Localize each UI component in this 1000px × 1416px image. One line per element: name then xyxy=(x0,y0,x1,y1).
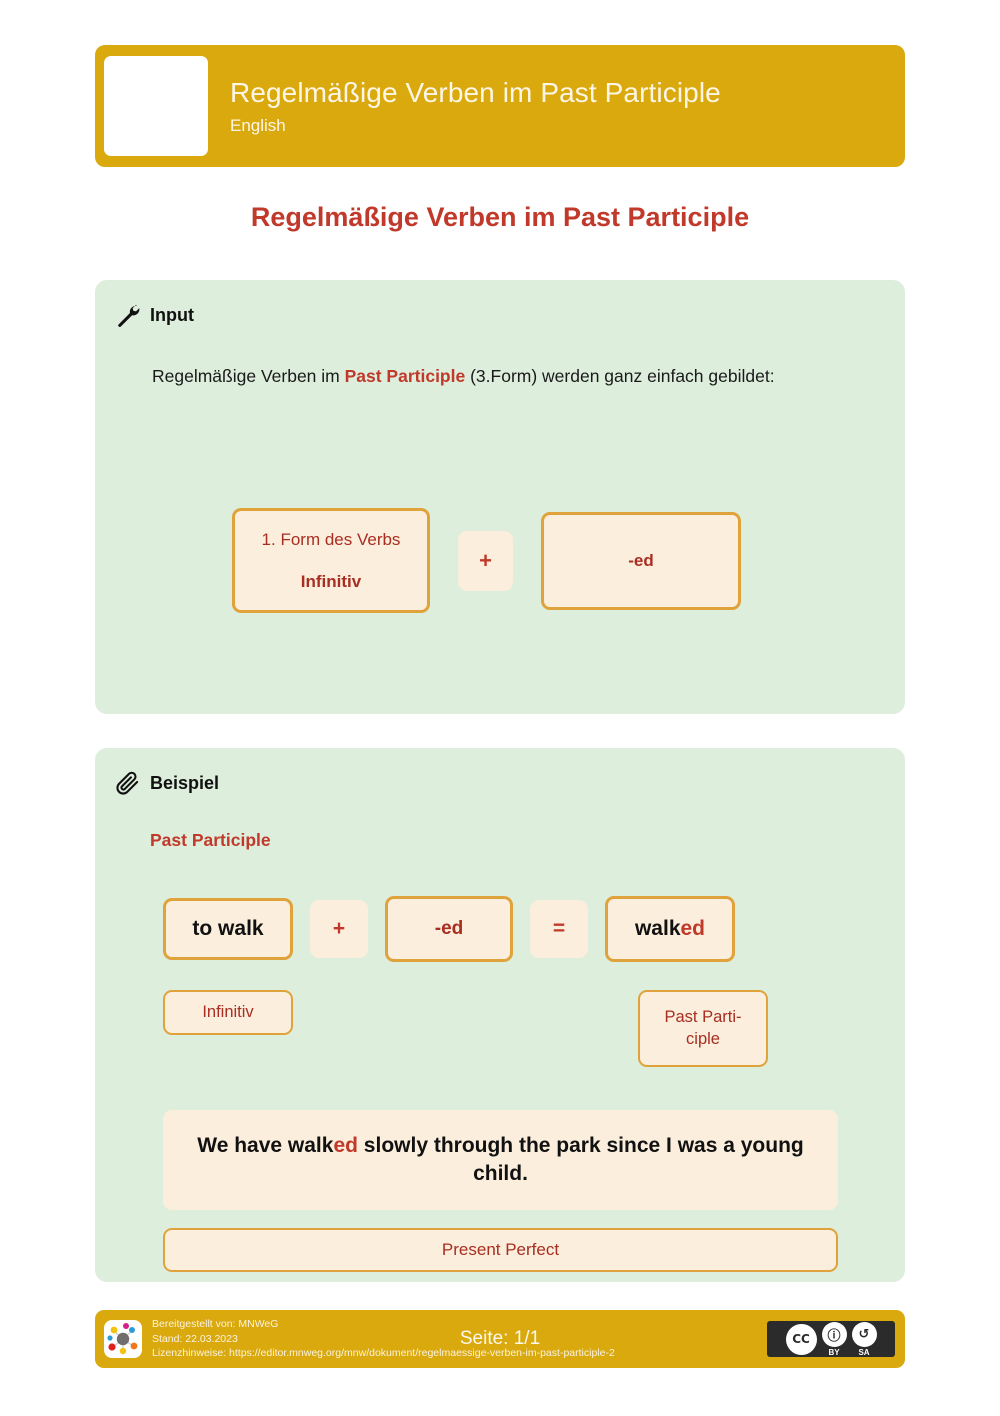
header-subject: English xyxy=(230,115,286,135)
example-tense-label: Present Perfect xyxy=(163,1228,838,1272)
header-text-group: Regelmäßige Verben im Past Participle En… xyxy=(230,76,721,136)
wrench-icon xyxy=(115,302,141,328)
document-footer: Bereitgestellt von: MNWeG Stand: 22.03.2… xyxy=(95,1310,905,1368)
formula-term-ed: -ed xyxy=(541,511,741,610)
formula-term-verbform: 1. Form des Verbs Infinitiv xyxy=(232,508,430,613)
example-equation-row: to walk + -ed = walked xyxy=(163,896,735,962)
intro-text-after: (3.Form) werden ganz einfach gebildet: xyxy=(465,366,775,386)
formula-operator-plus: + xyxy=(458,530,513,591)
footer-date: Stand: 22.03.2023 xyxy=(152,1332,238,1345)
creative-commons-badge: CC ⓘ BY ↺ SA xyxy=(767,1321,895,1357)
cc-sa-label: SA xyxy=(858,1347,870,1357)
equation-term-ending: -ed xyxy=(385,896,513,962)
example-subtitle: Past Participle xyxy=(150,830,271,850)
mnweg-logo-icon xyxy=(104,1320,142,1358)
input-intro-text: Regelmäßige Verben im Past Participle (3… xyxy=(152,366,905,387)
paperclip-icon xyxy=(115,770,141,796)
input-formula-row: 1. Form des Verbs Infinitiv + -ed xyxy=(232,508,741,613)
example-panel-label: Beispiel xyxy=(150,772,220,793)
cc-by-label: BY xyxy=(828,1347,840,1357)
header-title: Regelmäßige Verben im Past Participle xyxy=(230,77,721,109)
equation-result: walked xyxy=(605,896,735,962)
input-panel: Input Regelmäßige Verben im Past Partici… xyxy=(95,280,905,714)
input-panel-header: Input xyxy=(95,280,905,328)
equation-operator-plus: + xyxy=(310,900,368,958)
cc-sa-part: ↺ SA xyxy=(851,1321,877,1357)
input-panel-label: Input xyxy=(150,304,194,325)
equation-label-infinitive: Infinitiv xyxy=(163,990,293,1035)
equation-operator-equals: = xyxy=(530,900,588,958)
page-title: Regelmäßige Verben im Past Participle xyxy=(250,202,750,232)
example-sentence: We have walked slowly through the park s… xyxy=(163,1110,838,1210)
sentence-part-one: We have walk xyxy=(197,1133,334,1157)
sentence-suffix: ed xyxy=(333,1133,358,1157)
header-logo-placeholder xyxy=(104,56,208,156)
cc-sa-icon: ↺ xyxy=(851,1321,877,1347)
equation-label-past-participle-text: Past Parti-ciple xyxy=(664,1008,742,1048)
cc-logo-part: CC xyxy=(785,1323,817,1355)
sentence-part-two: slowly through the park since I was a yo… xyxy=(357,1133,804,1185)
formula-term-verbform-line2: Infinitiv xyxy=(300,571,362,591)
intro-text-before: Regelmäßige Verben im xyxy=(152,366,345,386)
cc-icon: CC xyxy=(785,1323,817,1355)
footer-license-link[interactable]: Lizenzhinweise: https://editor.mnweg.org… xyxy=(152,1347,615,1360)
footer-provider: Bereitgestellt von: MNWeG xyxy=(152,1317,279,1330)
cc-by-part: ⓘ BY xyxy=(821,1321,847,1357)
document-header: Regelmäßige Verben im Past Participle En… xyxy=(95,45,905,167)
equation-result-suffix: ed xyxy=(680,917,706,940)
intro-text-highlight: Past Participle xyxy=(344,366,466,386)
equation-label-past-participle: Past Parti-ciple xyxy=(638,990,768,1067)
formula-term-verbform-line1: 1. Form des Verbs xyxy=(261,529,401,549)
equation-result-stem: walk xyxy=(634,917,681,940)
cc-by-icon: ⓘ xyxy=(821,1321,847,1347)
example-panel-header: Beispiel xyxy=(95,748,905,796)
footer-metadata: Bereitgestellt von: MNWeG Stand: 22.03.2… xyxy=(152,1317,615,1362)
equation-term-infinitive: to walk xyxy=(163,898,293,960)
